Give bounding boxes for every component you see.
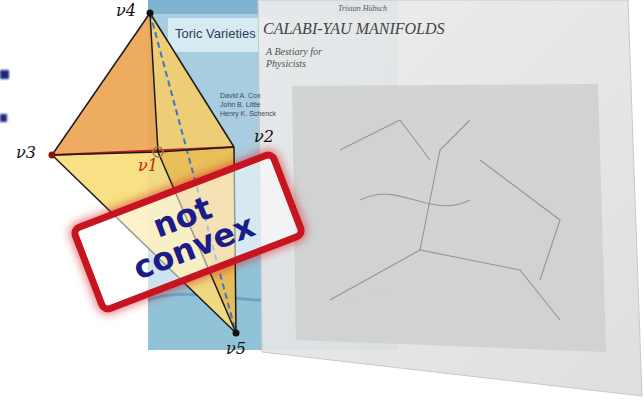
book-title: Toric Varieties (175, 27, 256, 42)
book-subtitle: A Bestiary for Physicists (266, 46, 350, 69)
book-author: Tristan Hübsch (338, 4, 387, 13)
book-author: John B. Little (220, 101, 260, 109)
book-author: David A. Cox (220, 92, 260, 100)
vertex-label: ν1 (138, 157, 158, 175)
vertex-label: ν3 (16, 144, 36, 162)
edge-fragment (0, 70, 9, 122)
book-title: CALABI-YAU MANIFOLDS (263, 20, 445, 38)
book-author: Henry K. Schenck (220, 110, 276, 118)
calabi-yau-book-cover (258, 0, 642, 396)
stamp-text: not convex (97, 172, 279, 293)
vertex-label: ν4 (116, 2, 136, 20)
vertex-label: ν2 (254, 128, 274, 146)
stamp-box: not convex (68, 149, 307, 316)
vertex-label: ν5 (226, 340, 246, 358)
